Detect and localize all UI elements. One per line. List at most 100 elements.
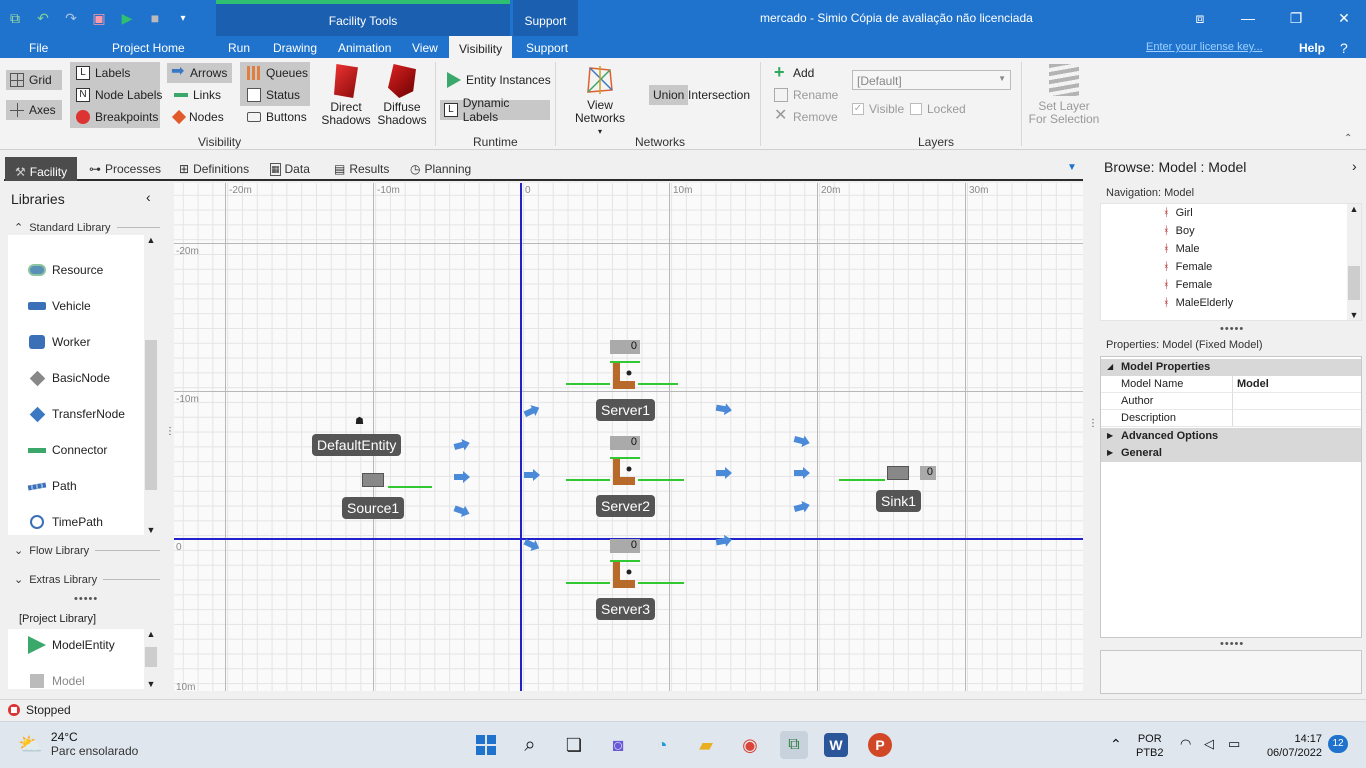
tab-project-home[interactable]: Project Home xyxy=(112,41,185,55)
tab-drawing[interactable]: Drawing xyxy=(273,41,318,55)
library-item-connector[interactable]: Connector xyxy=(28,442,107,458)
remove-layer-button[interactable]: ✕ Remove xyxy=(770,107,842,127)
category-general[interactable]: ▶ General xyxy=(1101,445,1361,462)
language-indicator[interactable]: POR PTB2 xyxy=(1136,732,1164,760)
layer-combo[interactable]: [Default] ▼ xyxy=(852,70,1011,90)
links-toggle[interactable]: Links xyxy=(170,85,225,105)
server2-label[interactable]: Server2 xyxy=(596,495,656,517)
property-value[interactable] xyxy=(1233,393,1361,410)
edge-browser-icon[interactable]: ◔ xyxy=(656,734,668,755)
category-model-properties[interactable]: ◢ Model Properties xyxy=(1101,359,1361,376)
tab-facility[interactable]: ⚒ Facility xyxy=(5,157,78,181)
connector-line[interactable] xyxy=(638,383,678,385)
extras-library-header[interactable]: ⌄ Extras Library xyxy=(14,573,160,587)
splitter-grip[interactable]: ••••• xyxy=(74,593,99,605)
connector-line[interactable] xyxy=(638,479,684,481)
property-row-author[interactable]: Author xyxy=(1101,393,1361,410)
library-item-basicnode[interactable]: BasicNode xyxy=(28,370,110,386)
dynamic-labels-toggle[interactable]: L Dynamic Labels xyxy=(440,96,550,124)
chrome-icon[interactable]: ◉ xyxy=(742,734,758,755)
buttons-toggle[interactable]: Buttons xyxy=(243,107,311,127)
property-row-description[interactable]: Description xyxy=(1101,410,1361,427)
library-item-modelentity[interactable]: ModelEntity xyxy=(28,636,115,654)
labels-toggle[interactable]: L Labels xyxy=(72,63,134,83)
scroll-down-icon[interactable]: ▼ xyxy=(146,679,156,689)
collapse-ribbon-icon[interactable]: ⌃ xyxy=(1344,133,1353,144)
connector-line[interactable] xyxy=(566,383,610,385)
scroll-thumb[interactable] xyxy=(1348,266,1360,300)
server1-label[interactable]: Server1 xyxy=(596,399,656,421)
source-object[interactable] xyxy=(362,473,384,487)
sink-label[interactable]: Sink1 xyxy=(876,490,922,512)
scroll-down-icon[interactable]: ▼ xyxy=(1349,310,1359,320)
ribbon-display-icon[interactable]: ⧈ xyxy=(1195,9,1205,26)
category-advanced-options[interactable]: ▶ Advanced Options xyxy=(1101,428,1361,445)
scroll-up-icon[interactable]: ▲ xyxy=(146,235,156,245)
undo-icon[interactable]: ↶ xyxy=(37,9,49,26)
node-labels-toggle[interactable]: N Node Labels xyxy=(72,85,166,105)
simio-app-icon[interactable]: ⧉ xyxy=(780,731,808,759)
tab-animation[interactable]: Animation xyxy=(338,41,392,55)
breakpoints-toggle[interactable]: Breakpoints xyxy=(72,107,162,127)
library-item-transfernode[interactable]: TransferNode xyxy=(28,406,125,422)
chat-icon[interactable]: ◙ xyxy=(612,734,624,755)
connector-line[interactable] xyxy=(566,582,610,584)
tab-view[interactable]: View xyxy=(412,41,438,55)
visible-checkbox[interactable]: ✓ Visible xyxy=(852,102,904,116)
add-layer-button[interactable]: + Add xyxy=(770,63,818,83)
direct-shadows-button[interactable]: Direct Shadows xyxy=(320,64,372,127)
library-item-resource[interactable]: Resource xyxy=(28,262,103,278)
tab-run[interactable]: Run xyxy=(228,41,251,55)
connector-line[interactable] xyxy=(388,486,432,488)
view-networks-button[interactable]: View Networks ▾ xyxy=(563,64,637,138)
source-label[interactable]: Source1 xyxy=(342,497,405,519)
collapse-right-icon[interactable]: › xyxy=(1352,158,1357,174)
library-item-worker[interactable]: Worker xyxy=(28,334,90,350)
weather-widget[interactable]: ⛅ 24°C Parc ensolarado xyxy=(18,730,138,758)
navigation-scrollbar[interactable]: ▲ ▼ xyxy=(1347,204,1361,320)
left-splitter-grip[interactable]: ⋮ xyxy=(165,426,175,437)
server2-icon[interactable] xyxy=(613,459,635,485)
server3-icon[interactable] xyxy=(613,562,635,588)
server1-icon[interactable] xyxy=(613,363,635,389)
locked-checkbox[interactable]: Locked xyxy=(910,102,966,116)
library-item-timepath[interactable]: TimePath xyxy=(28,514,103,530)
tab-definitions[interactable]: ⊞ Definitions xyxy=(179,162,249,176)
word-icon[interactable]: W xyxy=(824,733,848,757)
scroll-up-icon[interactable]: ▲ xyxy=(1349,204,1359,214)
union-toggle[interactable]: Union xyxy=(649,85,689,105)
status-toggle[interactable]: Status xyxy=(243,85,304,105)
tab-data[interactable]: ▦ Data xyxy=(270,162,310,176)
search-icon[interactable]: ⌕ xyxy=(524,733,536,756)
start-button[interactable] xyxy=(472,731,500,759)
server3-label[interactable]: Server3 xyxy=(596,598,656,620)
intersection-toggle[interactable]: Intersection xyxy=(684,85,754,105)
standard-library-scrollbar[interactable]: ▲ ▼ xyxy=(144,235,158,535)
default-entity-icon[interactable]: ☗ xyxy=(355,416,364,427)
flow-library-header[interactable]: ⌄ Flow Library xyxy=(14,544,160,558)
powerpoint-icon[interactable]: P xyxy=(868,733,892,757)
arrows-toggle[interactable]: ➡ Arrows xyxy=(167,63,232,83)
rename-layer-button[interactable]: Rename xyxy=(770,85,842,105)
property-value[interactable]: Model xyxy=(1233,376,1361,393)
customize-qat-icon[interactable]: ▾ xyxy=(180,12,186,24)
splitter-grip[interactable]: ••••• xyxy=(1220,638,1245,650)
help-question-icon[interactable]: ? xyxy=(1340,40,1348,56)
tab-support[interactable]: Support xyxy=(526,41,569,55)
entity-instances-toggle[interactable]: Entity Instances xyxy=(443,70,555,90)
standard-library-header[interactable]: ⌃ Standard Library xyxy=(14,221,160,235)
minimize-icon[interactable]: — xyxy=(1241,10,1255,26)
tab-results[interactable]: ▤ Results xyxy=(334,162,389,176)
file-explorer-icon[interactable]: ▰ xyxy=(699,734,713,755)
project-library-scrollbar[interactable]: ▲ ▼ xyxy=(144,629,158,689)
facility-canvas[interactable]: -20m -10m 0 10m 20m 30m -20m -10m 0 10m … xyxy=(174,183,1083,691)
diffuse-shadows-button[interactable]: Diffuse Shadows xyxy=(376,64,428,127)
help-button[interactable]: Help xyxy=(1299,41,1326,55)
property-value[interactable] xyxy=(1233,410,1361,427)
property-row-model-name[interactable]: Model Name Model xyxy=(1101,376,1361,393)
